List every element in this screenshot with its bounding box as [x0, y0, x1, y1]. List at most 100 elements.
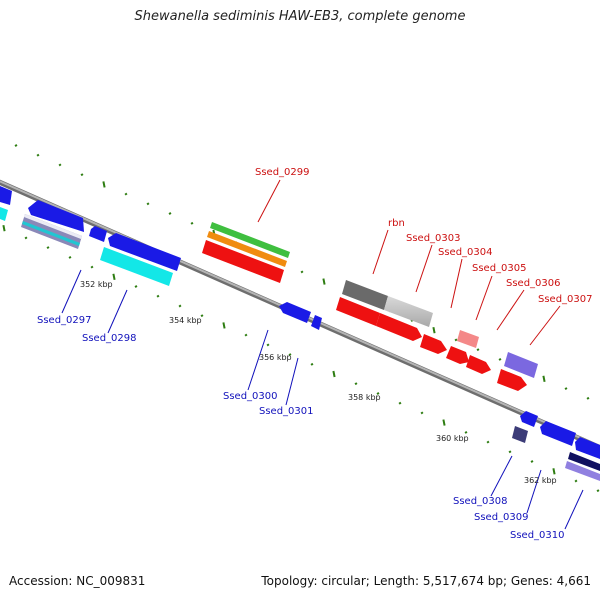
gene-block-cyan[interactable]: [100, 247, 173, 286]
gene-arrow-blue-4[interactable]: [279, 302, 311, 323]
gene-block-striped-top[interactable]: [24, 214, 82, 239]
tick-dot: [24, 236, 28, 240]
gene-label[interactable]: Ssed_0308: [453, 496, 508, 507]
tick-dash: [222, 322, 226, 329]
gene-label[interactable]: Ssed_0300: [223, 391, 278, 402]
tick-dot: [398, 401, 402, 405]
tick-dot: [68, 255, 72, 259]
tick-dash: [542, 375, 546, 382]
tick-dot: [508, 450, 512, 454]
tick-dot: [486, 440, 490, 444]
tick-dot: [376, 392, 380, 395]
tick-dot: [564, 387, 568, 391]
tick-dot: [58, 163, 62, 167]
tick-dot: [464, 430, 468, 434]
gene-block-violet[interactable]: [504, 352, 538, 378]
tick-dot: [310, 362, 314, 366]
coordinate-label: 360 kbp: [436, 434, 469, 443]
gene-block-red-0299[interactable]: [202, 240, 284, 283]
tick-dash: [442, 419, 446, 426]
genome-summary: Topology: circular; Length: 5,517,674 bp…: [261, 574, 591, 588]
bottom-strand-features: [0, 186, 600, 481]
map-title: Shewanella sediminis HAW-EB3, complete g…: [134, 9, 466, 24]
gene-block-dark-gray[interactable]: [342, 280, 388, 310]
gene-label[interactable]: Ssed_0298: [82, 333, 137, 344]
gene-block-navy[interactable]: [568, 452, 600, 471]
gene-block-striped-band[interactable]: [22, 221, 80, 246]
tick-dot: [354, 382, 358, 386]
label-leaders: [61, 179, 584, 530]
gene-arrow-red-3[interactable]: [420, 334, 447, 354]
gene-label[interactable]: Ssed_0307: [538, 294, 593, 305]
top-strand-features: [202, 222, 538, 391]
tick-dot: [80, 173, 84, 177]
tick-dot: [14, 144, 18, 147]
tick-dot: [420, 411, 424, 415]
gene-arrow-blue-2[interactable]: [89, 226, 107, 242]
tick-dot: [574, 479, 578, 483]
tick-dash: [322, 278, 326, 285]
gene-arrow-blue-6[interactable]: [520, 411, 538, 427]
gene-arrow-blue-8[interactable]: [575, 437, 600, 459]
tick-dot: [178, 304, 182, 308]
gene-label[interactable]: Ssed_0310: [510, 530, 565, 541]
gene-label[interactable]: Ssed_0305: [472, 263, 527, 274]
gene-block-light-gray[interactable]: [384, 296, 433, 327]
tick-dot: [46, 246, 50, 250]
tick-dash: [102, 181, 106, 188]
gene-arrow-blue-5[interactable]: [311, 315, 322, 330]
tick-dot: [586, 396, 590, 400]
gene-block-pink[interactable]: [457, 330, 479, 348]
gene-label[interactable]: Ssed_0301: [259, 406, 314, 417]
tick-dot: [90, 265, 94, 269]
tick-dot: [300, 270, 304, 274]
tick-dash: [112, 273, 116, 280]
tick-dot: [596, 489, 600, 493]
gene-block-cyan-left-edge[interactable]: [0, 207, 8, 221]
gene-arrow-blue-3[interactable]: [108, 233, 181, 271]
tick-dash: [432, 327, 436, 334]
tick-dot: [244, 333, 248, 337]
gene-arrow-blue-7[interactable]: [540, 421, 576, 446]
coordinate-label: 352 kbp: [80, 280, 113, 289]
gene-label[interactable]: Ssed_0309: [474, 512, 529, 523]
gene-block-slate[interactable]: [512, 426, 528, 443]
tick-dot: [36, 153, 40, 157]
tick-dot: [146, 202, 150, 206]
gene-arrow-red-1[interactable]: [336, 297, 380, 326]
gene-label[interactable]: Ssed_0304: [438, 247, 493, 258]
top-gene-labels: Ssed_0299 rbn Ssed_0303 Ssed_0304 Ssed_0…: [255, 167, 593, 305]
gene-label[interactable]: Ssed_0297: [37, 315, 92, 326]
gene-label[interactable]: Ssed_0303: [406, 233, 461, 244]
tick-dot: [266, 343, 270, 347]
tick-dash: [332, 370, 336, 378]
tick-dot: [168, 212, 172, 215]
gene-label[interactable]: Ssed_0306: [506, 278, 561, 289]
tick-dash: [552, 468, 556, 475]
tick-dot: [134, 285, 138, 288]
tick-dash: [2, 225, 6, 232]
tick-dot: [124, 192, 128, 196]
gene-arrow-red-4[interactable]: [446, 346, 469, 364]
gene-arrow-blue-left-edge[interactable]: [0, 186, 12, 205]
coordinate-label: 358 kbp: [348, 393, 381, 402]
tick-dot: [156, 294, 160, 298]
coordinate-labels: 352 kbp 354 kbp 356 kbp 358 kbp 360 kbp …: [80, 280, 557, 485]
gene-arrow-red-5[interactable]: [466, 355, 491, 374]
coordinate-label: 362 kbp: [524, 476, 557, 485]
tick-dot: [454, 338, 458, 342]
gene-label[interactable]: Ssed_0299: [255, 167, 310, 178]
tick-dot: [476, 348, 480, 352]
gene-arrow-red-6[interactable]: [497, 369, 527, 391]
tick-dot: [200, 314, 204, 318]
gene-arrow-red-2[interactable]: [376, 313, 422, 341]
gene-block-green[interactable]: [210, 222, 290, 258]
gene-label[interactable]: rbn: [388, 218, 405, 229]
gene-block-orange[interactable]: [207, 231, 287, 267]
bottom-gene-labels: Ssed_0297 Ssed_0298 Ssed_0300 Ssed_0301 …: [37, 315, 565, 541]
gene-block-lavender[interactable]: [565, 461, 600, 481]
coordinate-label: 356 kbp: [259, 353, 292, 362]
gene-arrow-blue-1[interactable]: [28, 200, 84, 232]
